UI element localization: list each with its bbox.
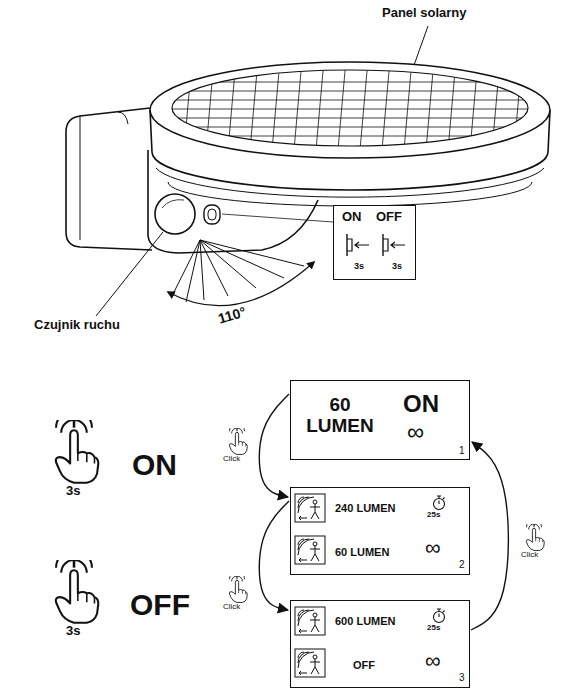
mode-text: ∞	[407, 419, 424, 445]
instruction-text: OFF	[130, 588, 190, 621]
mode-text: 25s	[427, 624, 440, 633]
mode-icons	[291, 601, 469, 687]
instruction-text: 3s	[66, 484, 80, 498]
part-name: Czujnik ruchu	[34, 318, 120, 332]
click-label: Click	[223, 603, 240, 612]
mode-text: 60 LUMEN	[335, 546, 389, 558]
mode-text: ∞	[425, 649, 441, 673]
click-label: Click	[521, 551, 538, 560]
mode-text: OFF	[353, 659, 375, 671]
instruction-text: 3s	[66, 624, 80, 638]
mode-text: 3s	[392, 262, 402, 272]
mode-text: ∞	[425, 536, 441, 560]
mode-box: 60 LUMEN ON∞ 1	[290, 380, 470, 460]
mode-text: 3s	[354, 262, 364, 272]
mode-text: OFF	[376, 210, 402, 224]
mode-text: 3	[459, 672, 465, 683]
mode-text: ON	[403, 391, 439, 417]
part-name: Panel solarny	[382, 6, 467, 20]
mode-box: 600 LUMEN 25sOFF ∞ 3	[290, 600, 470, 688]
mode-text: 25s	[427, 511, 440, 520]
mode-text: 2	[459, 559, 465, 570]
angle-label: 110°	[216, 304, 247, 327]
cycle-arrow	[259, 394, 289, 497]
mode-text: ON	[342, 210, 362, 224]
click-label: Click	[223, 455, 240, 464]
cycle-arrow	[471, 442, 508, 630]
mode-text: 600 LUMEN	[335, 615, 396, 627]
cycle-arrow	[259, 501, 289, 610]
mode-icons	[291, 488, 469, 574]
button-panel: ON OFF 3s 3s	[333, 205, 416, 280]
mode-text: 60 LUMEN	[301, 395, 379, 437]
mode-text: 240 LUMEN	[335, 502, 396, 514]
mode-text: 1	[459, 445, 465, 456]
instruction-text: ON	[132, 448, 177, 481]
mode-box: 240 LUMEN 25s 60 LUMEN ∞ 2	[290, 487, 470, 575]
